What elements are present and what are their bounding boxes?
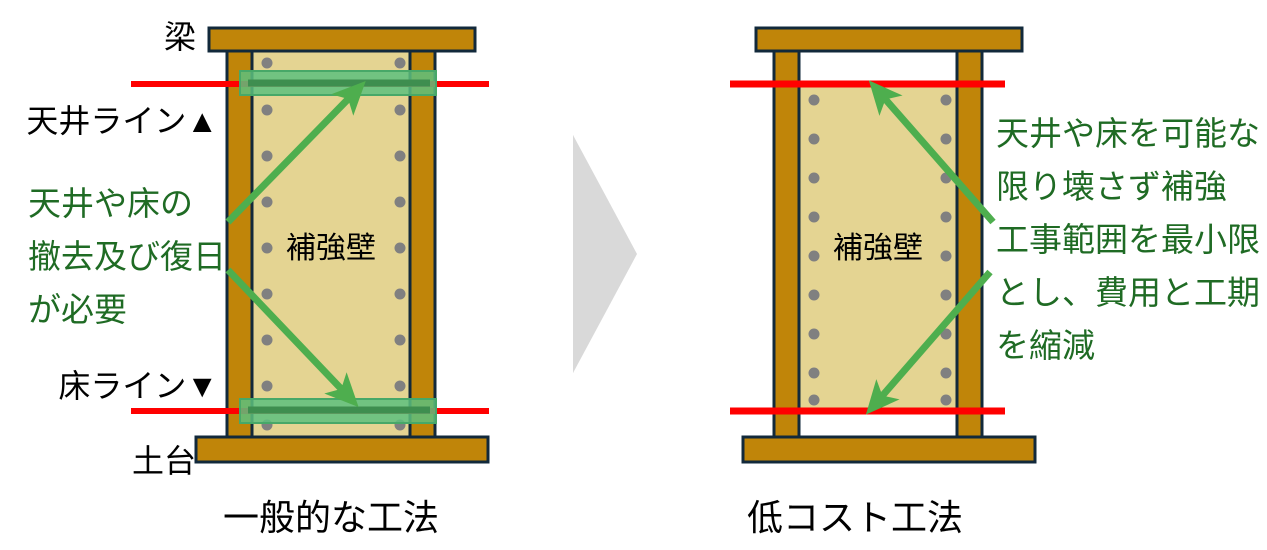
left-callout-text: 天井や床の 撤去及び復日 が必要 — [28, 185, 226, 328]
right-callout-text: 天井や床を可能な 限り壊さず補強 工事範囲を最小限 とし、費用と工期 を縮減 — [996, 115, 1260, 364]
right-beam — [754, 26, 1024, 53]
right-callout-arrow-to-ceiling — [868, 80, 996, 225]
right-callout-line-4: とし、費用と工期 — [996, 274, 1260, 311]
left-callout-line-3: が必要 — [28, 291, 127, 328]
left-floor-demolition-band — [239, 398, 437, 424]
left-sill-label: 土台 — [132, 443, 196, 479]
left-callout-line-2: 撤去及び復日 — [28, 238, 226, 275]
right-callout-line-1: 天井や床を可能な — [996, 115, 1260, 152]
left-beam-label: 梁 — [164, 19, 196, 55]
right-reinforcement-wall-panel — [793, 82, 963, 413]
left-sill — [194, 435, 490, 464]
right-callout-line-3: 工事範囲を最小限 — [996, 221, 1260, 258]
right-screw-dots-right-edge — [940, 94, 952, 406]
left-callout-arrow-to-floor — [225, 267, 359, 408]
left-screw-dots-right-edge — [394, 57, 406, 431]
left-floor-line-label: 床ライン▼ — [58, 368, 218, 404]
left-callout-line-1: 天井や床の — [28, 185, 193, 222]
center-transition-arrow — [573, 135, 637, 373]
right-wall-label: 補強壁 — [833, 232, 923, 265]
right-callout-arrow-to-floor — [865, 269, 993, 415]
right-diagram: 補強壁 天井や床を可能な 限り壊さず補強 工事範囲を最小限 とし、費用と工期 を… — [730, 26, 1260, 464]
right-column-right — [955, 48, 984, 440]
right-callout-line-5: を縮減 — [996, 327, 1095, 364]
right-column-left — [772, 48, 801, 440]
left-screw-dots-left-edge — [261, 57, 273, 431]
left-caption: 一般的な工法 — [223, 497, 439, 538]
left-ceiling-line-label: 天井ライン▲ — [26, 103, 218, 139]
left-column-right — [408, 48, 437, 440]
left-callout-arrow-to-ceiling — [225, 80, 366, 225]
right-callout-line-2: 限り壊さず補強 — [996, 168, 1227, 205]
left-wall-label: 補強壁 — [286, 232, 376, 265]
left-diagram: 梁 天井ライン▲ 床ライン▼ 土台 補強壁 天井や床の 撤去及び復日 が必要 — [26, 19, 490, 479]
right-sill — [741, 435, 1037, 464]
right-screw-dots-left-edge — [808, 94, 820, 406]
left-column-left — [225, 48, 254, 440]
left-ceiling-demolition-band — [239, 70, 437, 96]
right-caption: 低コスト工法 — [747, 497, 963, 538]
left-beam — [207, 26, 477, 53]
